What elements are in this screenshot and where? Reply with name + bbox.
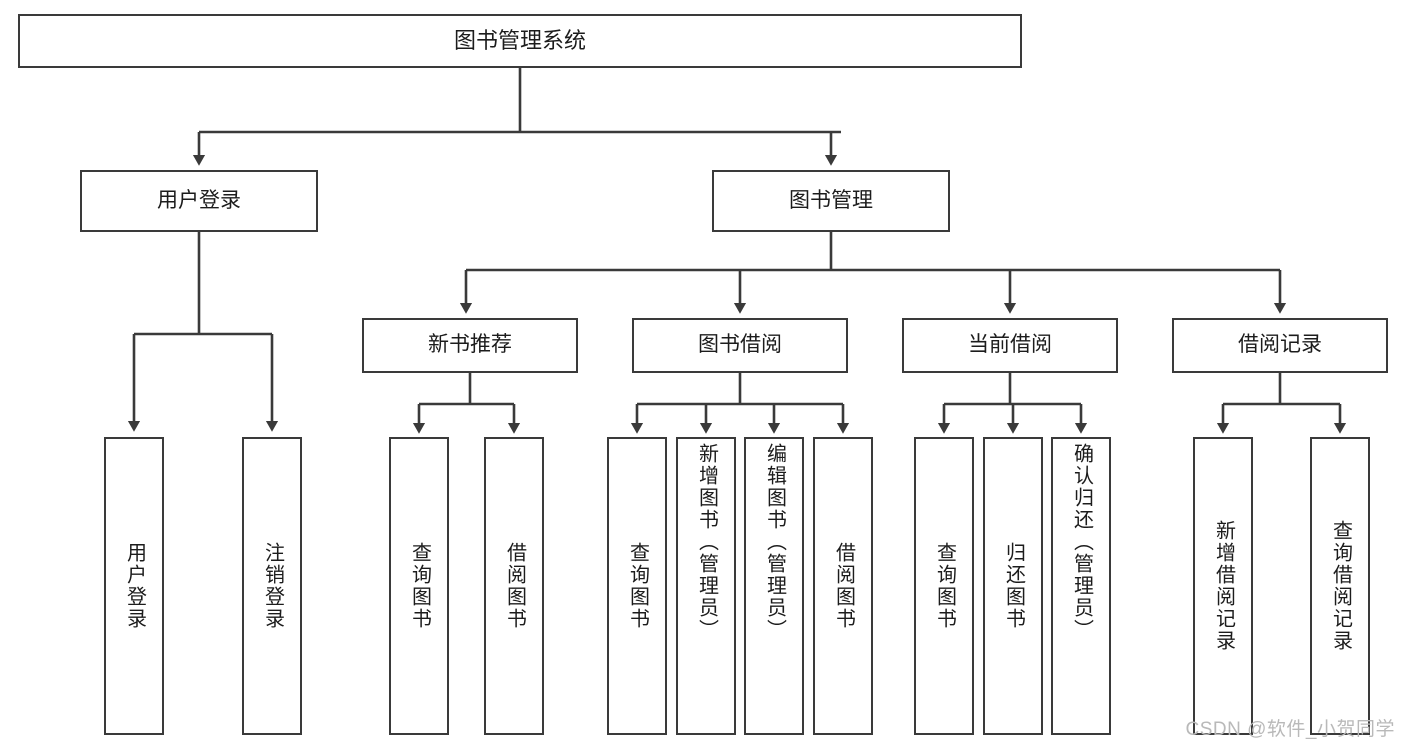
leaf-query-book-borrow[interactable]: 查询图书 [607, 437, 667, 735]
node-label: 注销登录 [261, 542, 284, 630]
node-label: 借阅图书 [832, 542, 855, 630]
node-label: 借阅记录 [1238, 333, 1322, 357]
node-label: 用户登录 [157, 188, 241, 212]
node-borrow-record[interactable]: 借阅记录 [1172, 318, 1388, 373]
leaf-add-book-admin[interactable]: 新增图书（管理员） [676, 437, 736, 735]
node-book-borrow[interactable]: 图书借阅 [632, 318, 848, 373]
node-label: 新增借阅记录 [1212, 520, 1235, 652]
node-current-borrow[interactable]: 当前借阅 [902, 318, 1118, 373]
node-new-book-recommend[interactable]: 新书推荐 [362, 318, 578, 373]
leaf-user-login[interactable]: 用户登录 [104, 437, 164, 735]
node-label: 查询图书 [933, 542, 956, 630]
leaf-query-book-recommend[interactable]: 查询图书 [389, 437, 449, 735]
leaf-logout[interactable]: 注销登录 [242, 437, 302, 735]
node-label: 用户登录 [123, 542, 146, 630]
node-user-login[interactable]: 用户登录 [80, 170, 318, 232]
node-root-system[interactable]: 图书管理系统 [18, 14, 1022, 68]
leaf-add-borrow-record[interactable]: 新增借阅记录 [1193, 437, 1253, 735]
leaf-confirm-return-admin[interactable]: 确认归还（管理员） [1051, 437, 1111, 735]
node-label: 新书推荐 [428, 333, 512, 357]
node-label: 查询图书 [408, 542, 431, 630]
node-label: 编辑图书（管理员） [763, 443, 786, 641]
leaf-return-book[interactable]: 归还图书 [983, 437, 1043, 735]
node-label: 查询借阅记录 [1329, 520, 1352, 652]
node-label: 图书借阅 [698, 333, 782, 357]
watermark: CSDN @软件_小贺同学 [1185, 719, 1395, 740]
node-label: 归还图书 [1002, 542, 1025, 630]
leaf-edit-book-admin[interactable]: 编辑图书（管理员） [744, 437, 804, 735]
leaf-query-book-current[interactable]: 查询图书 [914, 437, 974, 735]
leaf-query-borrow-record[interactable]: 查询借阅记录 [1310, 437, 1370, 735]
node-label: 当前借阅 [968, 333, 1052, 357]
node-label: 图书管理系统 [453, 27, 586, 53]
node-label: 确认归还（管理员） [1070, 443, 1093, 641]
node-label: 借阅图书 [503, 542, 526, 630]
leaf-borrow-book-recommend[interactable]: 借阅图书 [484, 437, 544, 735]
node-book-management[interactable]: 图书管理 [712, 170, 950, 232]
node-label: 图书管理 [789, 188, 873, 212]
node-label: 查询图书 [626, 542, 649, 630]
leaf-borrow-book[interactable]: 借阅图书 [813, 437, 873, 735]
node-label: 新增图书（管理员） [695, 443, 718, 641]
